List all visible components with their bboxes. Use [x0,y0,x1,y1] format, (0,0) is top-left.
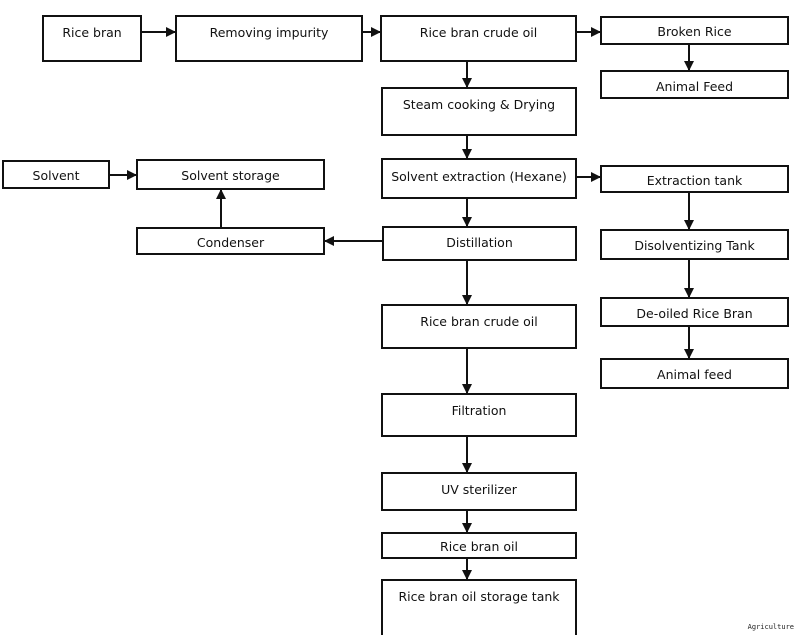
node-label: Disolventizing Tank [634,238,755,253]
node-label: Animal feed [657,367,732,382]
node-storage-tank: Rice bran oil storage tank [381,579,577,635]
node-animal-feed-top: Animal Feed [600,70,789,99]
node-label: Rice bran oil storage tank [398,589,560,604]
node-label: Rice bran crude oil [419,25,538,40]
node-filtration: Filtration [381,393,577,437]
node-label: Steam cooking & Drying [402,97,556,112]
node-label: Rice bran [62,25,122,40]
node-removing-impurity: Removing impurity [175,15,363,62]
node-label: UV sterilizer [441,482,517,497]
node-condenser: Condenser [136,227,325,255]
node-label: Condenser [196,235,265,250]
node-rice-bran-crude-oil-mid: Rice bran crude oil [381,304,577,349]
node-label: Solvent extraction (Hexane) [391,169,567,184]
node-label: Solvent storage [181,168,280,183]
node-rice-bran-crude-oil-top: Rice bran crude oil [380,15,577,62]
node-solvent: Solvent [2,160,110,189]
node-label: Rice bran oil [440,539,518,554]
node-extraction-tank: Extraction tank [600,165,789,193]
node-label: Removing impurity [209,25,329,40]
node-animal-feed-bottom: Animal feed [600,358,789,389]
node-broken-rice: Broken Rice [600,16,789,45]
watermark: Agriculture [747,623,794,631]
node-de-oiled-rice-bran: De-oiled Rice Bran [600,297,789,327]
node-disolventizing-tank: Disolventizing Tank [600,229,789,260]
node-solvent-extraction: Solvent extraction (Hexane) [381,158,577,199]
node-label: Rice bran crude oil [420,314,538,329]
node-label: Animal Feed [655,79,734,94]
node-label: Solvent [32,168,80,183]
node-distillation: Distillation [382,226,577,261]
node-label: Broken Rice [657,24,732,39]
node-label: Extraction tank [646,173,743,188]
node-label: Distillation [446,235,513,250]
node-rice-bran-oil: Rice bran oil [381,532,577,559]
node-rice-bran: Rice bran [42,15,142,62]
node-steam-cooking-drying: Steam cooking & Drying [381,87,577,136]
node-label: Filtration [451,403,507,418]
node-solvent-storage: Solvent storage [136,159,325,190]
node-uv-sterilizer: UV sterilizer [381,472,577,511]
node-label: De-oiled Rice Bran [636,306,753,321]
